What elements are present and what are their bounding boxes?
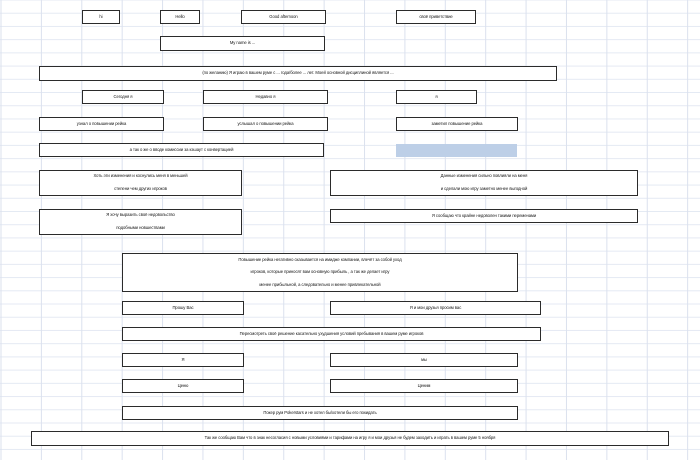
textbox-line: Hello [175, 13, 185, 19]
textbox-line: заметил повышение рейка [431, 120, 483, 126]
textbox-line: (по желанию) Я играю в вашем руме с ... … [202, 70, 394, 76]
value-i[interactable]: Ценю [122, 379, 244, 393]
textbox-line: Я хочу выразить своё недовольство [106, 212, 175, 218]
textbox-line: Ценим [417, 382, 431, 388]
textbox-line: Пересмотреть своё решение касательно уху… [239, 330, 424, 336]
textbox-line: подобными новшествами [116, 225, 165, 230]
changes-affected-me-a-lot[interactable]: Данные изменения сильно повлияли на меня… [330, 170, 638, 196]
express-dissatisfaction[interactable]: Я хочу выразить своё недовольство подобны… [39, 209, 242, 235]
time-today[interactable]: Сегодня я [82, 90, 164, 104]
textbox-line: Сегодня я [113, 93, 133, 99]
textbox-line: Я сообщаю что крайне недоволен такими пе… [431, 212, 537, 218]
greeting-hello[interactable]: Hello [160, 10, 200, 24]
time-recently[interactable]: Недавно я [203, 90, 328, 104]
textbox-line: Покер рум Pokerstars и не хотел бы/хотел… [263, 409, 377, 415]
textbox-line: Хоть эти изменения и коснулись меня в ме… [93, 173, 188, 179]
textbox-line: Прошу Вас [172, 304, 194, 310]
textbox-line: Недавно я [255, 93, 276, 99]
extremely-displeased[interactable]: Я сообщаю что крайне недоволен такими пе… [330, 209, 638, 223]
learned-about-rake-raise[interactable]: узнал о повышении рейка [39, 117, 164, 131]
heard-about-rake-raise[interactable]: услышал о повышении рейка [203, 117, 328, 131]
subject-we[interactable]: мы [330, 353, 518, 367]
textbox-line: а так о же о вводе комиссии за кэшаут с … [129, 146, 234, 152]
textbox-line: Good afternoon [269, 13, 298, 19]
textbox-line: игроков, которые приносят вам основную п… [250, 269, 390, 275]
value-we[interactable]: Ценим [330, 379, 518, 393]
textbox-line: Ценю [177, 382, 189, 388]
textbox-line: услышал о повышении рейка [237, 120, 294, 126]
we-ask-you[interactable]: Я и мои друзья просим вас [330, 301, 541, 315]
textbox-line: степени чем других игроков [114, 186, 167, 191]
textbox-line: своё приветствие [419, 13, 453, 19]
greeting-hi[interactable]: hi [82, 10, 120, 24]
textbox-line: Данные изменения сильно повлияли на меня [440, 173, 528, 179]
textbox-line: My name is ... [229, 40, 256, 46]
textbox-line: мы [421, 356, 427, 362]
textbox-line: и сделали мою игру заметно менее выгодно… [440, 186, 528, 191]
rake-raise-consequences[interactable]: Повышение рейка негативно сказывается на… [122, 253, 518, 292]
affected-me-less[interactable]: Хоть эти изменения и коснулись меня в ме… [39, 170, 242, 196]
noticed-rake-raise[interactable]: заметил повышение рейка [396, 117, 518, 131]
protest-statement[interactable]: Так же сообщаю Вам что в знак несогласия… [31, 431, 669, 446]
textbox-line: я [435, 93, 438, 99]
textbox-line: Я и мои друзья просим вас [409, 304, 462, 310]
subject-i[interactable]: Я [122, 353, 244, 367]
reconsider-decision[interactable]: Пересмотреть своё решение касательно уху… [122, 327, 541, 341]
textbox-line: Я [181, 356, 185, 362]
greeting-own[interactable]: своё приветствие [396, 10, 476, 24]
also-cashout-commission[interactable]: а так о же о вводе комиссии за кэшаут с … [39, 143, 324, 157]
i-ask-you[interactable]: Прошу Вас [122, 301, 244, 315]
textbox-line: менее прибыльной, а следовательно и мене… [259, 281, 381, 287]
textbox-line: hi [99, 13, 103, 19]
greeting-good-afternoon[interactable]: Good afternoon [241, 10, 326, 24]
time-i[interactable]: я [396, 90, 477, 104]
selected-cell-range[interactable] [396, 144, 517, 157]
play-in-your-room-intro[interactable]: (по желанию) Я играю в вашем руме с ... … [39, 66, 557, 81]
textbox-line: Повышение рейка негативно сказывается на… [238, 256, 402, 262]
textbox-line: узнал о повышении рейка [76, 120, 127, 126]
my-name-is[interactable]: My name is ... [160, 36, 325, 51]
pokerstars-not-leaving[interactable]: Покер рум Pokerstars и не хотел бы/хотел… [122, 406, 518, 420]
textbox-line: Так же сообщаю Вам что в знак несогласия… [204, 435, 496, 441]
